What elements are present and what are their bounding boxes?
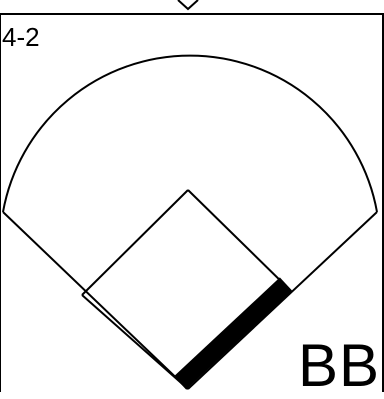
basepath-second-to-first bbox=[188, 190, 290, 290]
left-foul-line bbox=[3, 212, 188, 389]
play-code-label: 4-2 bbox=[2, 24, 40, 50]
basepath-home-to-third bbox=[82, 295, 188, 389]
previous-cell-marker bbox=[178, 0, 198, 9]
basepath-third-to-second bbox=[82, 190, 188, 295]
basepath-home-to-first-highlighted bbox=[180, 284, 286, 383]
outfield-arc bbox=[3, 56, 377, 212]
result-label: BB bbox=[298, 336, 380, 396]
